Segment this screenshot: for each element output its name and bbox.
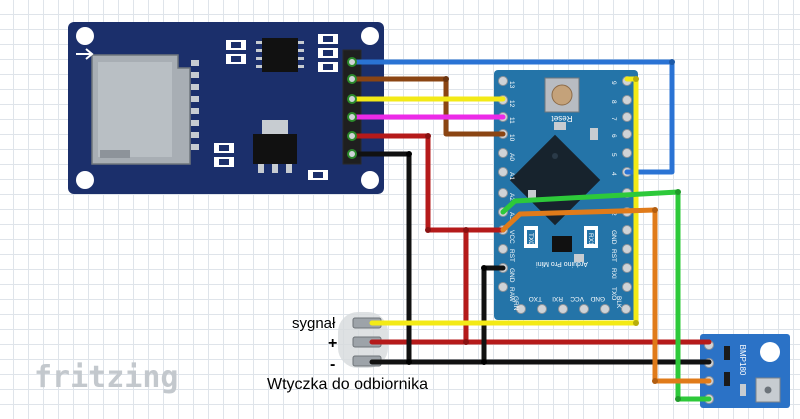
pin-label-gnd-right: GND [610, 230, 617, 245]
pin-label-gnd-bottom: GND [590, 295, 605, 302]
pin-label-rst-right: RST [610, 249, 617, 262]
sd-level-shifter-ic [256, 38, 304, 72]
pin-label-5: 5 [610, 153, 617, 157]
sd-pin-header [342, 49, 362, 165]
pin-label-8: 8 [610, 100, 617, 104]
minus-label: - [330, 356, 336, 373]
pin-label-12: 12 [508, 100, 515, 108]
sd-card-slot-inner [98, 62, 172, 157]
pin-label-7: 7 [610, 117, 617, 121]
pin-label-4: 4 [610, 172, 617, 176]
pin-label-rxi-bottom: RXI [552, 295, 563, 302]
pin-label-10: 10 [508, 134, 515, 142]
sd-slot-contacts [191, 60, 199, 150]
fritzing-watermark: fritzing [34, 360, 179, 395]
sd-card-slot-notch [100, 150, 130, 158]
sd-voltage-regulator [253, 120, 297, 173]
sd-card-module [68, 22, 384, 194]
pin-label-2: 2 [610, 212, 617, 216]
wire-yellow-signal [369, 76, 639, 326]
tx-led-label: TX0 [527, 233, 534, 245]
pin-label-9: 9 [610, 81, 617, 85]
wire-blue [349, 59, 675, 175]
sd-smd-components [214, 34, 338, 180]
pin-label-13: 13 [508, 81, 515, 89]
pin-label-rst: RST [508, 249, 515, 262]
bmp-sensor-port [764, 386, 772, 394]
sd-header-pins [347, 57, 357, 159]
sd-insert-arrow-icon [76, 48, 94, 60]
rx-led-label: RX1 [587, 233, 594, 246]
bmp-smd-1 [724, 346, 730, 360]
pin-label-vcc-bottom: VCC [570, 295, 584, 302]
receiver-plug [338, 312, 388, 368]
plus-label: + [328, 335, 338, 352]
pin-label-txo-right: TXO [610, 287, 617, 300]
bmp-mount-hole [760, 342, 780, 362]
reset-button-knob [551, 84, 573, 106]
receiver-plug-label: Wtyczka do odbiornika [267, 376, 428, 393]
pin-label-rxi-right: RXI [610, 268, 617, 279]
arduino-bottom-pins [516, 304, 631, 314]
pin-label-txo-bottom: TXO [529, 295, 542, 302]
bmp-smd-2 [724, 372, 730, 386]
bmp180-sensor: BMP180 [700, 334, 790, 408]
chip-dot [552, 153, 558, 159]
sd-mount-hole-bl [76, 171, 94, 189]
pin-label-raw: RAW [508, 287, 515, 303]
pin-label-gnd: GND [508, 268, 515, 283]
wire-bend-dots [406, 59, 681, 402]
arduino-pro-mini: Reset [494, 70, 638, 320]
pin-label-a0: A0 [508, 153, 515, 161]
sd-mount-hole-tl [76, 27, 94, 45]
sd-mount-hole-tr [361, 27, 379, 45]
bmp-smd-3 [740, 384, 746, 396]
bmp-name-label: BMP180 [738, 345, 747, 376]
board-name-label: Arduino Pro Mini [536, 260, 588, 267]
pin-label-blk: BLK [615, 296, 622, 309]
sd-mount-hole-br [361, 171, 379, 189]
pin-label-a1: A1 [508, 172, 515, 180]
pin-label-a2: A2 [508, 193, 515, 201]
pin-label-vcc: VCC [508, 230, 515, 244]
pin-label-grn: GRN [512, 296, 519, 311]
pin-label-6: 6 [610, 134, 617, 138]
signal-label: sygnał [292, 315, 336, 332]
reset-label: Reset [551, 114, 573, 123]
pin-label-a3: A3 [508, 212, 515, 220]
wire-brown [349, 76, 506, 137]
arduino-smd-components [524, 122, 598, 262]
pin-label-11: 11 [508, 117, 515, 124]
